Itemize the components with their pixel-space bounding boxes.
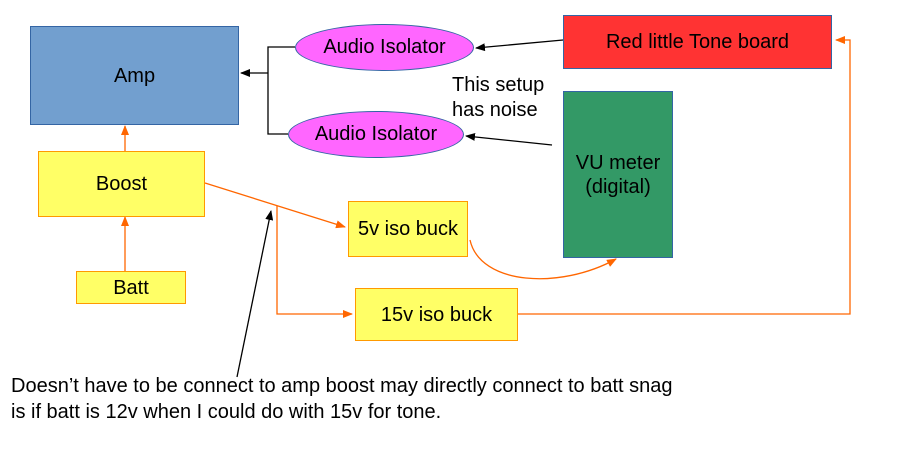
wire-tone-to-isolator [475,39,564,52]
buck-15v-block: 15v iso buck [355,288,518,341]
amp-block: Amp [30,26,239,125]
vu-meter-label-line1: VU meter [575,151,661,174]
wiring-note-line1: Doesn’t have to be connect to amp boost … [11,375,673,397]
batt-label: Batt [113,276,149,299]
audio-isolator-bottom-label: Audio Isolator [314,123,438,145]
wiring-note-line2: is if batt is 12v when I could do with 1… [11,401,442,423]
audio-isolator-top-label: Audio Isolator [323,36,446,58]
wire-isolators-to-amp [267,46,295,135]
wire-5v-buck-to-vu [469,239,617,280]
batt-block: Batt [76,271,186,304]
audio-isolator-top: Audio Isolator [295,24,474,71]
boost-label: Boost [95,173,148,195]
wire-vu-to-isolator [465,132,553,146]
tone-board-label: Red little Tone board [605,31,790,53]
vu-meter-block: VU meter (digital) [563,91,673,258]
wire-branch-to-15v-buck [276,206,353,318]
buck-5v-label: 5v iso buck [357,218,459,240]
amp-label: Amp [113,64,156,87]
boost-block: Boost [38,151,205,217]
noise-note-line1: This setup [452,74,545,96]
tone-board-block: Red little Tone board [563,15,832,69]
buck-15v-label: 15v iso buck [380,303,493,326]
audio-isolator-bottom: Audio Isolator [288,111,464,158]
wire-boost-to-5v-buck [204,182,346,229]
vu-meter-label-line2: (digital) [585,175,651,198]
wire-15v-buck-to-tone [518,36,851,315]
noise-note-line2: has noise [452,99,538,121]
buck-5v-block: 5v iso buck [348,201,468,257]
note-pointer-arrow [236,210,274,378]
